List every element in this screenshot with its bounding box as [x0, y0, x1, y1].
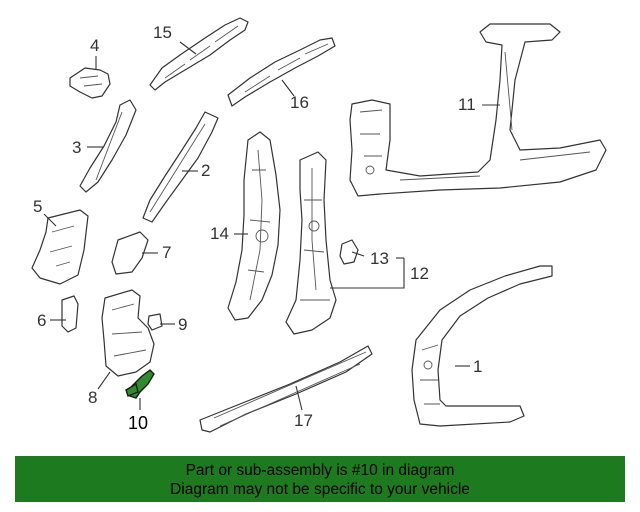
callout-7[interactable]: 7	[162, 243, 172, 262]
notice-banner: Part or sub-assembly is #10 in diagram D…	[15, 456, 625, 502]
callout-11[interactable]: 11	[458, 95, 476, 114]
callout-2[interactable]: 2	[201, 161, 211, 180]
part-11-body-side[interactable]	[349, 23, 607, 197]
part-5-pillar[interactable]	[31, 209, 89, 285]
part-12-pillar[interactable]	[285, 151, 337, 335]
callout-6[interactable]: 6	[37, 311, 47, 330]
part-15-roof-rail[interactable]	[149, 17, 249, 91]
part-9-clip[interactable]	[147, 313, 163, 331]
callout-16[interactable]: 16	[290, 93, 309, 112]
callout-12[interactable]: 12	[410, 264, 429, 283]
callout-15[interactable]: 15	[153, 23, 172, 42]
callout-14[interactable]: 14	[210, 224, 229, 243]
callout-4[interactable]: 4	[90, 36, 100, 55]
part-4-bracket[interactable]	[69, 67, 111, 99]
leader-lines	[43, 41, 500, 411]
callout-9[interactable]: 9	[178, 315, 188, 334]
parts-diagram	[31, 17, 607, 433]
part-16-roof-rail[interactable]	[227, 37, 336, 107]
banner-line-2: Diagram may not be specific to your vehi…	[170, 481, 470, 498]
callout-8[interactable]: 8	[88, 388, 98, 407]
callout-10[interactable]: 10	[128, 413, 149, 433]
callout-17[interactable]: 17	[294, 411, 313, 430]
part-6-bracket[interactable]	[61, 295, 79, 333]
part-2-pillar[interactable]	[142, 111, 219, 223]
callout-3[interactable]: 3	[72, 138, 82, 157]
callout-1[interactable]: 1	[473, 357, 483, 376]
callout-5[interactable]: 5	[33, 197, 43, 216]
part-3-pillar[interactable]	[79, 99, 137, 193]
banner-line-1: Part or sub-assembly is #10 in diagram	[185, 462, 455, 479]
part-8-pillar[interactable]	[101, 289, 155, 377]
part-10-bracket[interactable]	[125, 369, 155, 399]
part-13-bracket[interactable]	[339, 239, 359, 265]
part-17-rocker[interactable]	[199, 345, 373, 433]
part-1-body-side[interactable]	[411, 265, 553, 427]
part-7-bracket[interactable]	[111, 231, 149, 275]
callout-13[interactable]: 13	[370, 249, 389, 268]
part-14-pillar[interactable]	[227, 131, 281, 321]
